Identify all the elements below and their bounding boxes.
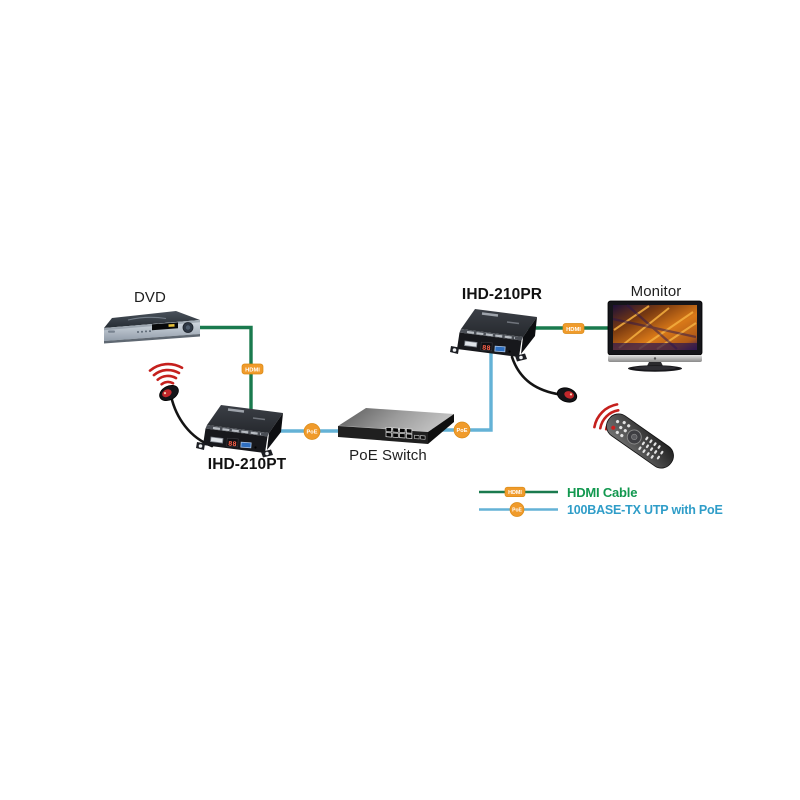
remote-control — [606, 413, 674, 469]
legend: HDMI PoE — [479, 486, 558, 517]
monitor-device — [607, 300, 703, 372]
poe-tag-rx: PoE — [453, 421, 471, 439]
ir-receiver-cable — [510, 355, 562, 396]
receiver-led-display: 88 — [482, 345, 491, 354]
transmitter-label: IHD-210PT — [207, 456, 287, 473]
utp-cable-switch-to-rx — [432, 345, 493, 432]
svg-text:HDMI: HDMI — [245, 367, 260, 373]
legend-hdmi-tag: HDMI — [504, 486, 526, 498]
ir-receiver — [554, 384, 580, 406]
switch-label: PoE Switch — [349, 447, 427, 464]
svg-text:PoE: PoE — [512, 508, 522, 514]
receiver-label: IHD-210PR — [461, 286, 543, 303]
rj45-ports — [385, 426, 426, 440]
dvd-player — [104, 311, 200, 344]
transmitter-device — [194, 403, 285, 459]
legend-poe-label: 100BASE-TX UTP with PoE — [567, 502, 723, 517]
receiver-device — [448, 307, 539, 363]
legend-hdmi-label: HDMI Cable — [567, 485, 638, 500]
hdmi-cable-source — [190, 325, 253, 415]
remote-power-button — [611, 425, 616, 430]
monitor-label: Monitor — [630, 283, 682, 300]
sfp-ports — [414, 434, 426, 440]
svg-text:HDMI: HDMI — [508, 490, 522, 496]
svg-text:PoE: PoE — [307, 430, 318, 436]
hdmi-tag-source: HDMI — [241, 363, 264, 375]
dvd-label: DVD — [134, 289, 166, 306]
poe-tag-tx: PoE — [303, 423, 321, 440]
legend-poe-tag: PoE — [509, 502, 525, 517]
transmitter-led-display: 88 — [228, 441, 237, 450]
poe-switch-device — [337, 408, 454, 444]
ir-emitter — [156, 381, 182, 405]
svg-text:PoE: PoE — [457, 428, 468, 434]
hdmi-tag-display: HDMI — [562, 323, 585, 334]
svg-text:HDMI: HDMI — [566, 327, 581, 333]
ir-signal-left — [148, 362, 184, 386]
